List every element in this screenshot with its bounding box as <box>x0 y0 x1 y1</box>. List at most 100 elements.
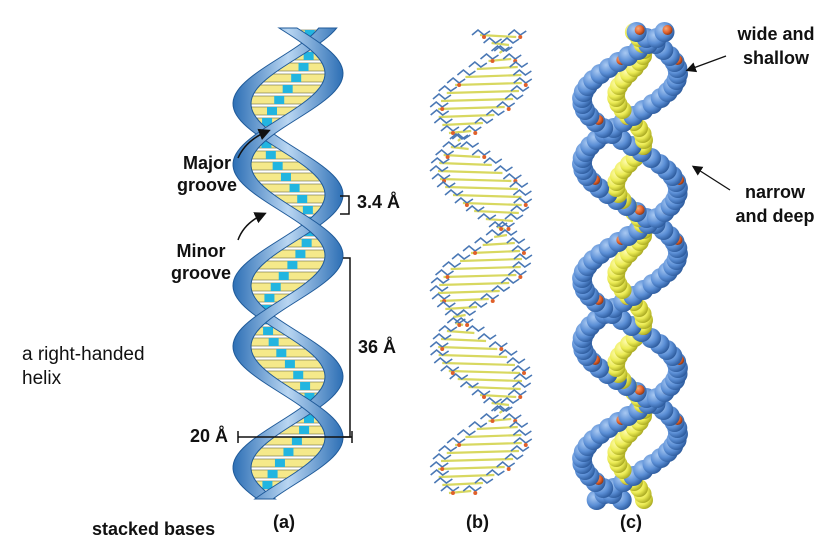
major-groove-arrow <box>237 128 271 159</box>
phosphate-atom <box>506 467 511 471</box>
base-stick <box>441 337 487 343</box>
phosphate-atom <box>499 347 504 351</box>
backbone-stick <box>429 284 449 292</box>
base-stick <box>455 441 522 447</box>
hydrogen-bond <box>301 239 312 247</box>
hydrogen-bond <box>303 52 314 60</box>
base-stick <box>476 425 518 431</box>
backbone-stick <box>502 412 522 420</box>
phosphate-atom <box>499 227 504 231</box>
phosphate-atom <box>523 203 528 207</box>
backbone-stick <box>460 140 480 148</box>
backbone-stick <box>431 292 451 300</box>
hydrogen-bond <box>274 96 285 104</box>
panel-c-label: (c) <box>620 512 642 532</box>
backbone-stick <box>442 260 462 268</box>
backbone-stick <box>477 212 497 220</box>
ribbon-helix-model <box>232 27 344 500</box>
backbone-stick <box>440 484 460 492</box>
base-stick <box>445 185 518 191</box>
backbone-stick <box>483 396 503 404</box>
backbone-stick <box>504 452 524 460</box>
backbone-stick <box>474 116 494 124</box>
hydrogen-bond <box>261 140 272 148</box>
backbone-stick <box>454 196 474 204</box>
phosphate-atom <box>506 227 511 231</box>
base-stick <box>452 193 522 199</box>
base-stick <box>438 113 495 119</box>
phosphate-atom <box>450 131 455 135</box>
phosphate-atom <box>634 25 645 35</box>
backbone-stick <box>456 68 476 76</box>
phosphate-atom <box>662 25 673 35</box>
backbone-stick <box>502 172 522 180</box>
backbone-stick <box>490 404 510 412</box>
base-stick <box>437 169 503 175</box>
base-stick <box>470 249 520 255</box>
pitch-bracket <box>343 257 351 438</box>
backbone-stick <box>504 212 524 220</box>
base-stick <box>445 305 478 311</box>
hydrogen-bond <box>298 63 309 71</box>
hydrogen-bond <box>291 437 302 445</box>
base-stick <box>446 89 519 95</box>
backbone-stick <box>468 420 488 428</box>
backbone-stick <box>440 364 460 372</box>
backbone-stick <box>490 44 510 52</box>
base-stick <box>465 73 522 79</box>
backbone-stick <box>432 92 452 100</box>
base-stick <box>462 201 522 207</box>
base-stick <box>442 361 515 367</box>
backbone-stick <box>435 148 455 156</box>
phosphate-atom <box>473 251 478 255</box>
backbone-stick <box>459 380 479 388</box>
backbone-stick <box>442 140 462 148</box>
backbone-stick <box>479 52 499 60</box>
hydrogen-bond <box>267 107 278 115</box>
panel-a-label: (a) <box>273 512 295 532</box>
backbone-stick <box>513 252 533 260</box>
base-stick <box>439 281 510 287</box>
hydrogen-bond <box>289 184 300 192</box>
backbone-stick <box>456 428 476 436</box>
hydrogen-bond <box>287 261 298 269</box>
backbone-stick <box>496 100 516 108</box>
stick-helix-model <box>429 28 533 495</box>
backbone-stick <box>430 108 450 116</box>
base-stick <box>440 97 514 103</box>
backbone-stick <box>465 204 485 212</box>
backbone-stick <box>511 244 531 252</box>
base-stick <box>438 465 505 471</box>
panel-b-label: (b) <box>466 512 489 532</box>
backbone-stick <box>477 332 497 340</box>
phosphate-atom <box>450 491 455 495</box>
base-stick <box>476 65 518 71</box>
base-stick <box>437 289 500 295</box>
backbone-stick <box>449 132 469 140</box>
base-stick <box>479 393 517 399</box>
backbone-stick <box>430 276 450 284</box>
phosphate-atom <box>490 299 495 303</box>
phosphate-atom <box>457 323 462 327</box>
backbone-stick <box>512 260 532 268</box>
base-stick <box>479 33 517 39</box>
backbone-stick <box>438 324 458 332</box>
backbone-stick <box>438 84 458 92</box>
hydrogen-bond <box>304 393 315 401</box>
hydrogen-bond <box>267 470 278 478</box>
backbone-stick <box>480 292 500 300</box>
backbone-stick <box>513 372 533 380</box>
backbone-stick <box>436 180 456 188</box>
phosphate-atom <box>521 251 526 255</box>
base-stick <box>457 138 461 142</box>
base-stick <box>438 353 508 359</box>
hydrogen-bond <box>276 349 287 357</box>
hydrogen-bond <box>303 415 314 423</box>
backbone-stick <box>493 404 513 412</box>
backbone-stick <box>511 364 531 372</box>
backbone-stick <box>510 84 530 92</box>
backbone-stick <box>507 28 527 36</box>
hydrogen-bond <box>297 195 308 203</box>
backbone-stick <box>500 396 520 404</box>
